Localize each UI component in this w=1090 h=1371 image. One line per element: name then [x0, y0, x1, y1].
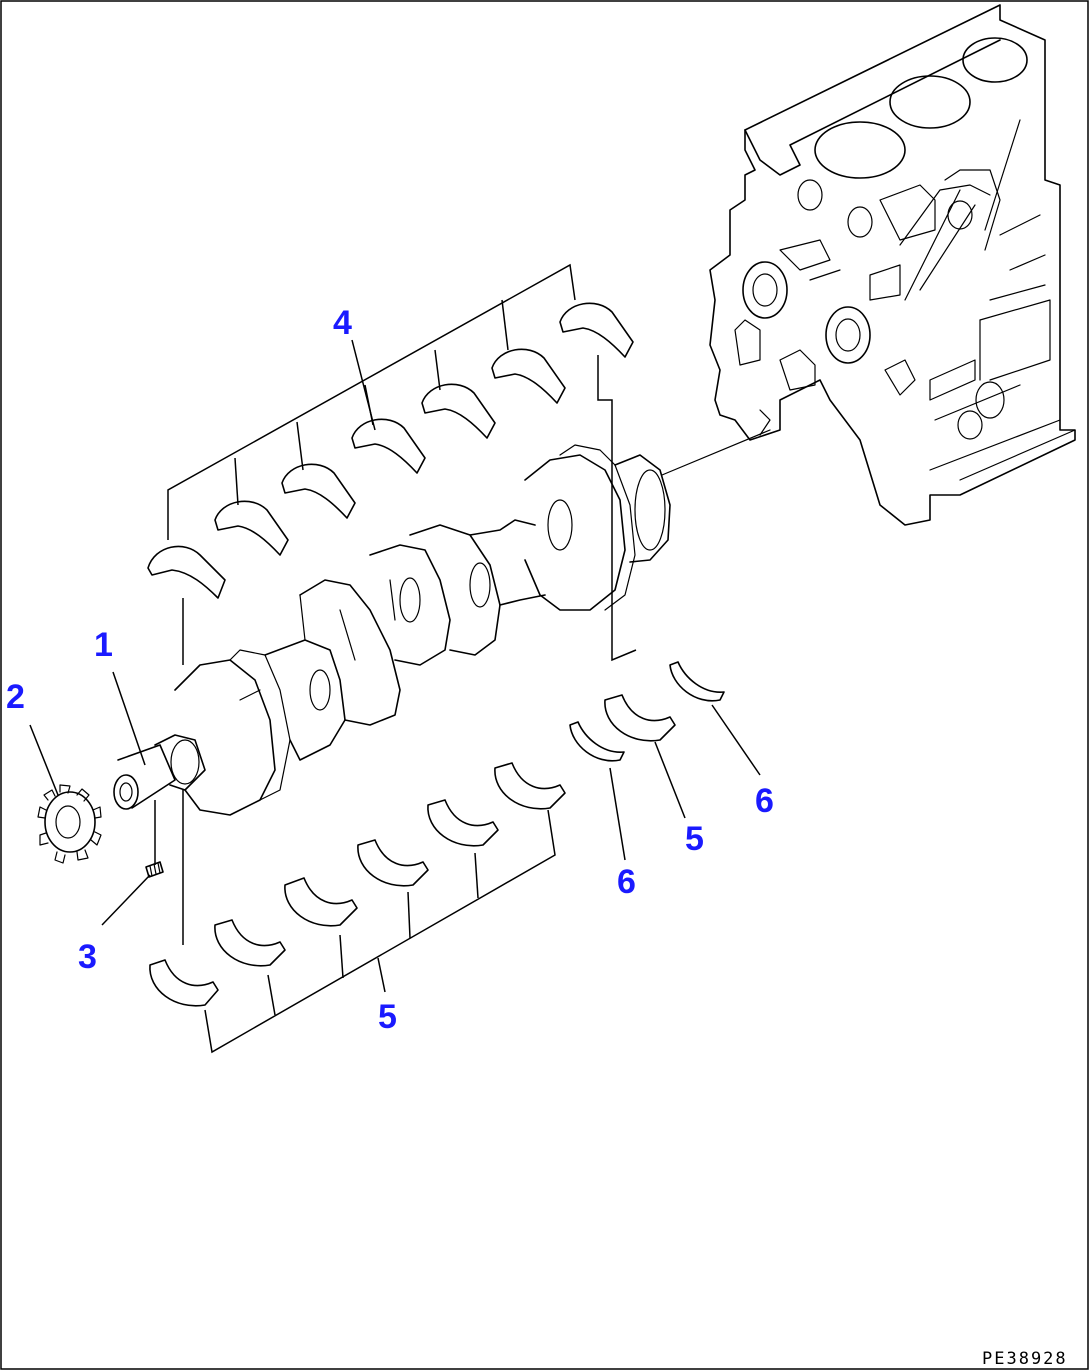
crankshaft-gear: [37, 784, 102, 864]
callout-upper-bearing: 4: [333, 304, 352, 342]
engine-block: [709, 4, 1076, 526]
upper-main-bearings: [147, 302, 634, 599]
callout-key: 3: [78, 938, 97, 976]
callout-lower-bearing-left: 5: [378, 998, 397, 1036]
callout-lower-bearing-right: 5: [685, 820, 704, 858]
crankshaft: [113, 444, 671, 816]
lower-main-bearings: [149, 694, 676, 1007]
centerline: [661, 429, 771, 476]
callout-thrust-washer-right: 6: [755, 782, 774, 820]
thrust-washers: [569, 661, 725, 762]
callout-crankshaft: 1: [94, 626, 113, 664]
drawing-code: PE38928: [982, 1349, 1068, 1369]
upper-bearing-bracket: [167, 263, 637, 665]
callout-gear: 2: [6, 678, 25, 716]
callout-thrust-washer-left: 6: [617, 863, 636, 901]
lower-bearing-bracket: [182, 790, 556, 1054]
callout-leaders: [29, 339, 761, 993]
